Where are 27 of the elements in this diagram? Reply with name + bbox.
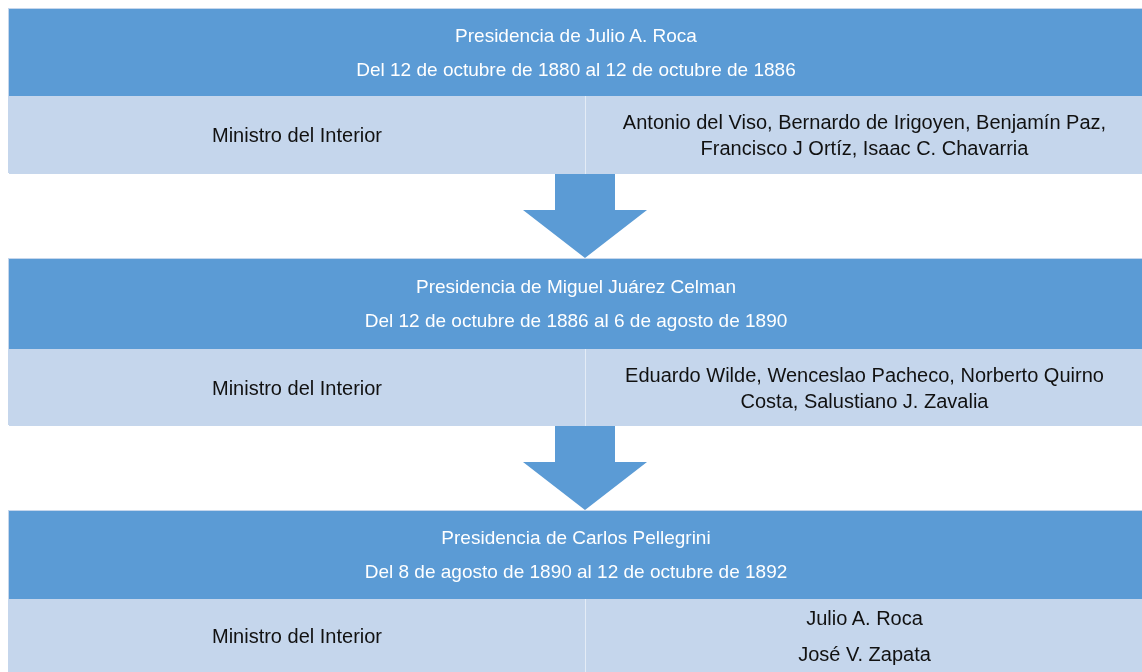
role-label: Ministro del Interior <box>211 375 383 401</box>
presidency-header <box>9 259 1142 349</box>
term-dates: Del 12 de octubre de 1880 al 12 de octubre de 1886 <box>356 58 796 81</box>
role-label: Ministro del Interior <box>211 624 383 649</box>
presidency-header <box>9 511 1142 599</box>
table-cell <box>9 599 586 672</box>
block-arrow <box>523 173 647 258</box>
role-label: Julio A. Roca <box>806 606 923 631</box>
presidency-title: Presidencia de Miguel Juárez Celman <box>416 276 736 298</box>
block-frame <box>8 510 1142 672</box>
block-arrow <box>523 425 647 510</box>
role-label: Ministro del Interior <box>211 123 383 148</box>
table-cell <box>586 599 1142 672</box>
block-frame <box>8 258 1142 425</box>
role-label: Antonio del Viso, Bernardo de Irigoyen, Benjamín Paz, Francisco J Ortíz, Isaac C. Chavarria <box>621 110 1108 161</box>
table-cell <box>9 349 586 426</box>
presidency-title: Presidencia de Carlos Pellegrini <box>441 527 711 549</box>
table-cell <box>586 349 1142 426</box>
table-cell <box>9 96 586 174</box>
role-label: Eduardo Wilde, Wenceslao Pacheco, Norberto Quirno Costa, Salustiano J. Zavalia <box>624 362 1105 414</box>
presidency-title: Presidencia de Julio A. Roca <box>455 24 697 47</box>
block-frame <box>8 8 1142 173</box>
presidency-header <box>9 9 1142 96</box>
term-dates: Del 8 de agosto de 1890 al 12 de octubre de 1892 <box>364 561 788 583</box>
table-cell <box>586 96 1142 174</box>
term-dates: Del 12 de octubre de 1886 al 6 de agosto de 1890 <box>364 310 788 332</box>
role-label: José V. Zapata <box>798 642 931 667</box>
